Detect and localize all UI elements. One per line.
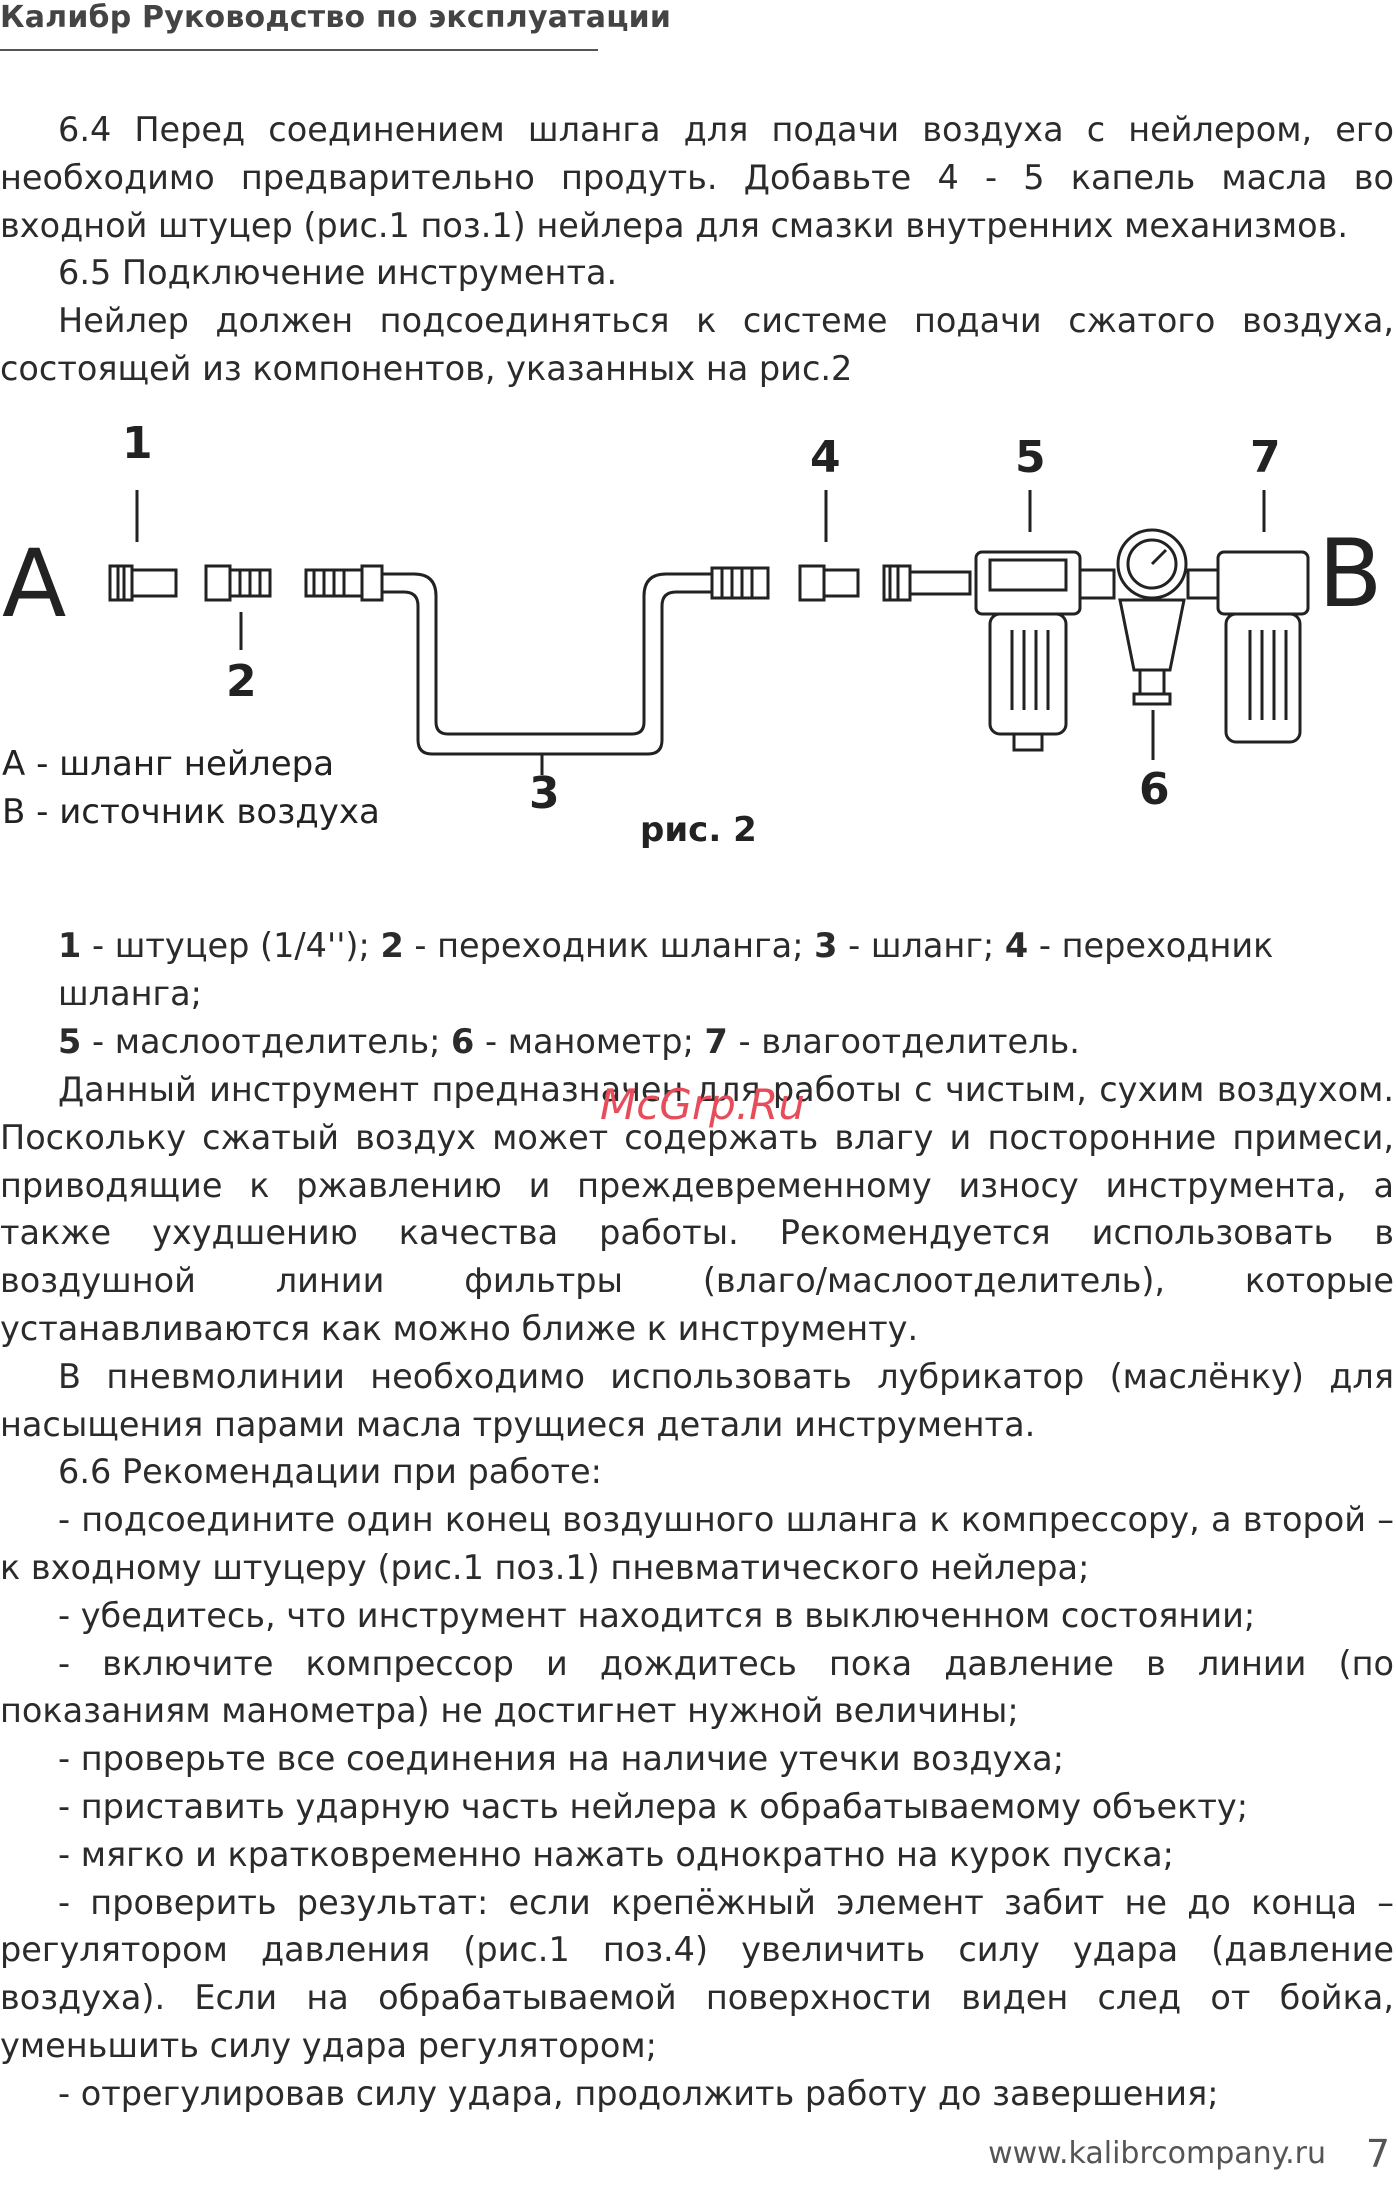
main-paragraph-3: 6.6 Рекомендации при работе: <box>58 1452 602 1492</box>
figure-caption: рис. 2 <box>640 810 757 850</box>
pneumatic-line-diagram <box>108 490 1310 775</box>
main-paragraph-2: В пневмолинии необходимо использовать лу… <box>0 1356 1394 1444</box>
list-item: - включите компрессор и дождитесь пока д… <box>0 1643 1394 1731</box>
part-number: 7 <box>704 1021 728 1061</box>
part-number: 4 <box>1004 926 1029 965</box>
part-name: - маслоотделитель; <box>81 1021 441 1061</box>
part-name: - манометр; <box>474 1021 694 1061</box>
callout-2: 2 <box>226 656 257 707</box>
end-label-a: A <box>2 530 67 639</box>
parts-legend: 1 - штуцер (1/4''); 2 - переходник шланг… <box>0 922 1394 1065</box>
callout-4: 4 <box>810 432 841 483</box>
callout-7: 7 <box>1250 432 1281 483</box>
list-item: - проверить результат: если крепёжный эл… <box>0 1882 1394 2065</box>
part-name: - шланг; <box>837 926 995 965</box>
intro-text: 6.4 Перед соединением шланга для подачи … <box>0 106 1394 393</box>
list-item: - убедитесь, что инструмент находится в … <box>58 1595 1256 1635</box>
part-number: 1 <box>58 926 82 965</box>
end-label-b: B <box>1318 520 1383 629</box>
part-name: - штуцер (1/4''); <box>81 926 370 965</box>
intro-paragraph-3: Нейлер должен подсоединяться к системе п… <box>0 301 1394 388</box>
list-item: - приставить ударную часть нейлера к обр… <box>58 1786 1248 1826</box>
list-item: - подсоедините один конец воздушного шла… <box>0 1500 1394 1587</box>
callout-6: 6 <box>1139 764 1170 815</box>
callout-5: 5 <box>1015 432 1046 483</box>
legend-a: А - шланг нейлера <box>2 744 335 784</box>
callout-3: 3 <box>529 768 560 819</box>
parts-legend-line-2: 5 - маслоотделитель; 6 - манометр; 7 - в… <box>0 1018 1394 1066</box>
list-item: - проверьте все соединения на наличие ут… <box>58 1739 1064 1779</box>
watermark: McGrp.Ru <box>600 1080 805 1129</box>
intro-paragraph-2: 6.5 Подключение инструмента. <box>58 253 618 293</box>
part-number: 3 <box>814 926 838 965</box>
list-item: - отрегулировав силу удара, продолжить р… <box>58 2073 1219 2113</box>
header-rule <box>0 49 598 51</box>
page-number: 7 <box>1365 2132 1390 2176</box>
main-paragraph-1: Данный инструмент предназначен для работ… <box>0 1070 1394 1348</box>
legend-b: В - источник воздуха <box>2 792 380 832</box>
footer-url[interactable]: www.kalibrcompany.ru <box>988 2136 1326 2171</box>
part-number: 5 <box>58 1021 82 1061</box>
part-name: - переходник шланга; <box>58 926 1274 1013</box>
parts-legend-line-1: 1 - штуцер (1/4''); 2 - переходник шланг… <box>0 922 1394 1018</box>
intro-paragraph-1: 6.4 Перед соединением шланга для подачи … <box>0 110 1394 245</box>
part-number: 2 <box>380 926 404 965</box>
part-name: - влагоотделитель. <box>727 1021 1080 1061</box>
page-header: Калибр Руководство по эксплуатации <box>0 0 672 35</box>
part-number: 6 <box>451 1021 475 1061</box>
callout-1: 1 <box>122 418 153 469</box>
list-item: - мягко и кратковременно нажать однократ… <box>58 1834 1174 1874</box>
main-text: Данный инструмент предназначен для работ… <box>0 1066 1394 2118</box>
part-name: - переходник шланга; <box>403 926 804 965</box>
